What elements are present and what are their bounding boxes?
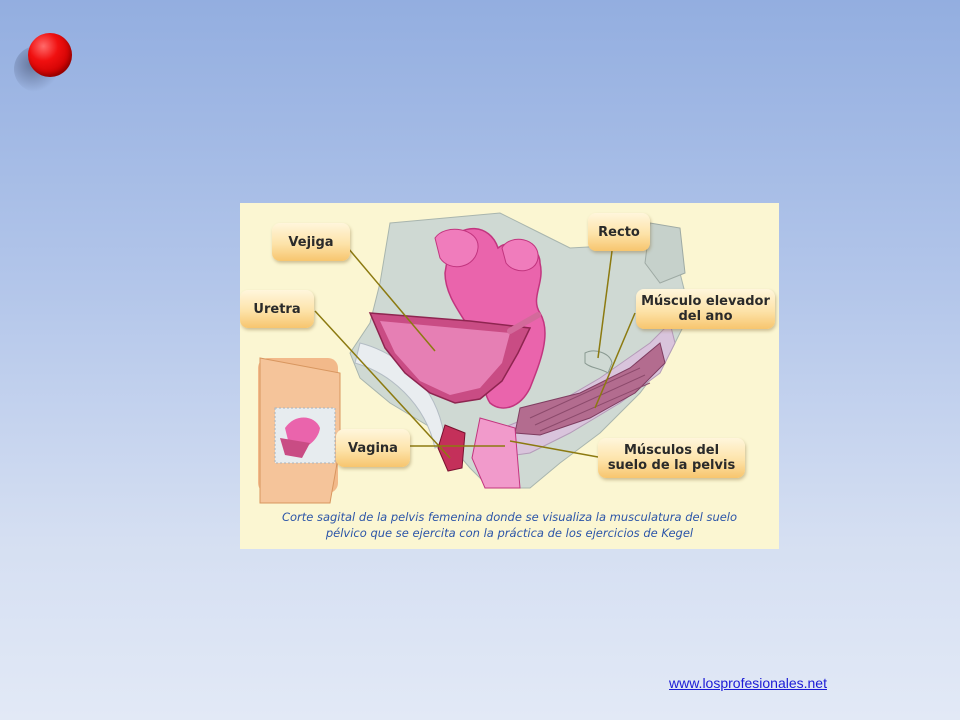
rectum-shape: [584, 350, 613, 374]
vagina-shape: [471, 417, 521, 489]
caption-line-2: pélvico que se ejercita con la práctica …: [325, 526, 694, 540]
label-musculos-suelo: Músculos del suelo de la pelvis: [598, 438, 745, 478]
caption-line-1: Corte sagital de la pelvis femenina dond…: [281, 510, 738, 524]
urethra-shape: [437, 424, 466, 472]
leader-uretra: [314, 310, 451, 459]
figure-caption: Corte sagital de la pelvis femenina dond…: [246, 509, 773, 541]
pelvis-diagram: Vejiga Recto Uretra Músculo elevador del…: [240, 203, 779, 549]
label-vagina: Vagina: [336, 429, 410, 467]
label-recto: Recto: [588, 213, 650, 251]
label-uretra: Uretra: [240, 290, 314, 328]
website-link[interactable]: www.losprofesionales.net: [669, 675, 827, 691]
leader-recto: [597, 250, 613, 359]
label-musculo-elevador: Músculo elevador del ano: [636, 289, 775, 329]
ovary-right: [501, 238, 539, 272]
leader-vejiga: [347, 247, 436, 352]
anatomy-illustration: [258, 212, 691, 504]
label-vejiga: Vejiga: [272, 223, 350, 261]
leader-musculos-suelo: [509, 440, 599, 458]
red-bullet-icon: [28, 33, 72, 77]
levator-ani-muscle: [514, 342, 666, 436]
sacrum-shape: [644, 222, 686, 284]
ovary-left: [434, 228, 479, 268]
ureter: [507, 312, 541, 334]
leader-musculo-elevador: [594, 312, 636, 409]
